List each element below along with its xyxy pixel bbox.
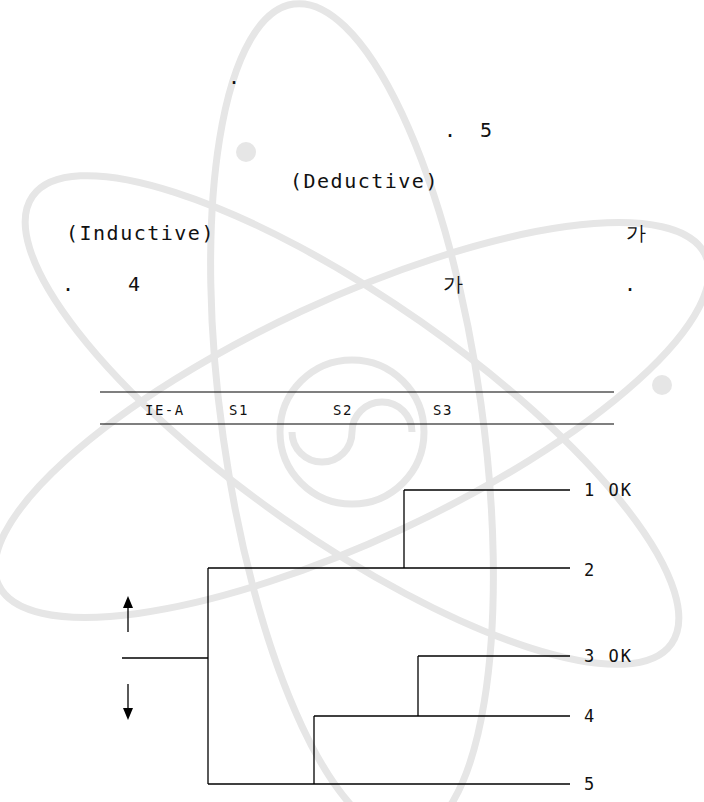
outcome-label: 4 — [584, 706, 596, 726]
body-text: . — [624, 274, 638, 294]
outcome-label: 2 — [584, 560, 596, 580]
tree-branch — [403, 490, 404, 568]
tree-branch — [207, 568, 208, 784]
arrow-shaft — [127, 684, 128, 712]
orbit — [0, 146, 704, 693]
tree-branch — [314, 715, 570, 716]
table-rules — [100, 392, 614, 424]
body-text: . — [444, 120, 458, 140]
tree-branch — [208, 567, 570, 568]
outcome-label: 5 — [584, 774, 596, 794]
body-text: 4 — [128, 274, 142, 294]
arrowhead — [123, 708, 133, 720]
body-text: 5 — [480, 120, 494, 140]
arrowhead — [123, 596, 133, 608]
tree-branch — [122, 657, 208, 658]
event-tree — [122, 490, 570, 784]
body-text: . — [228, 67, 242, 87]
body-text: 가 — [626, 223, 648, 243]
orbit — [165, 0, 539, 802]
outcome-label: 3 OK — [584, 646, 633, 666]
body-text: 가 — [443, 274, 465, 294]
tree-branch — [313, 716, 314, 784]
body-text: (Deductive) — [290, 171, 439, 191]
watermark-dot — [652, 375, 672, 395]
column-heading: IE-A — [145, 400, 185, 420]
outcome-label: 1 OK — [584, 480, 633, 500]
body-text: . — [62, 274, 76, 294]
column-heading: S3 — [433, 400, 453, 420]
table-rule — [100, 391, 614, 392]
column-heading: S1 — [229, 400, 249, 420]
tree-branch — [418, 655, 570, 656]
watermark-dot — [236, 142, 256, 162]
orbit — [0, 98, 704, 742]
table-rule — [100, 423, 614, 424]
center-circle — [280, 360, 424, 504]
column-heading: S2 — [333, 400, 353, 420]
tree-branch — [404, 489, 570, 490]
arrow-shaft — [127, 604, 128, 632]
body-text: (Inductive) — [66, 223, 215, 243]
tree-branch — [417, 656, 418, 716]
tree-branch — [208, 783, 570, 784]
